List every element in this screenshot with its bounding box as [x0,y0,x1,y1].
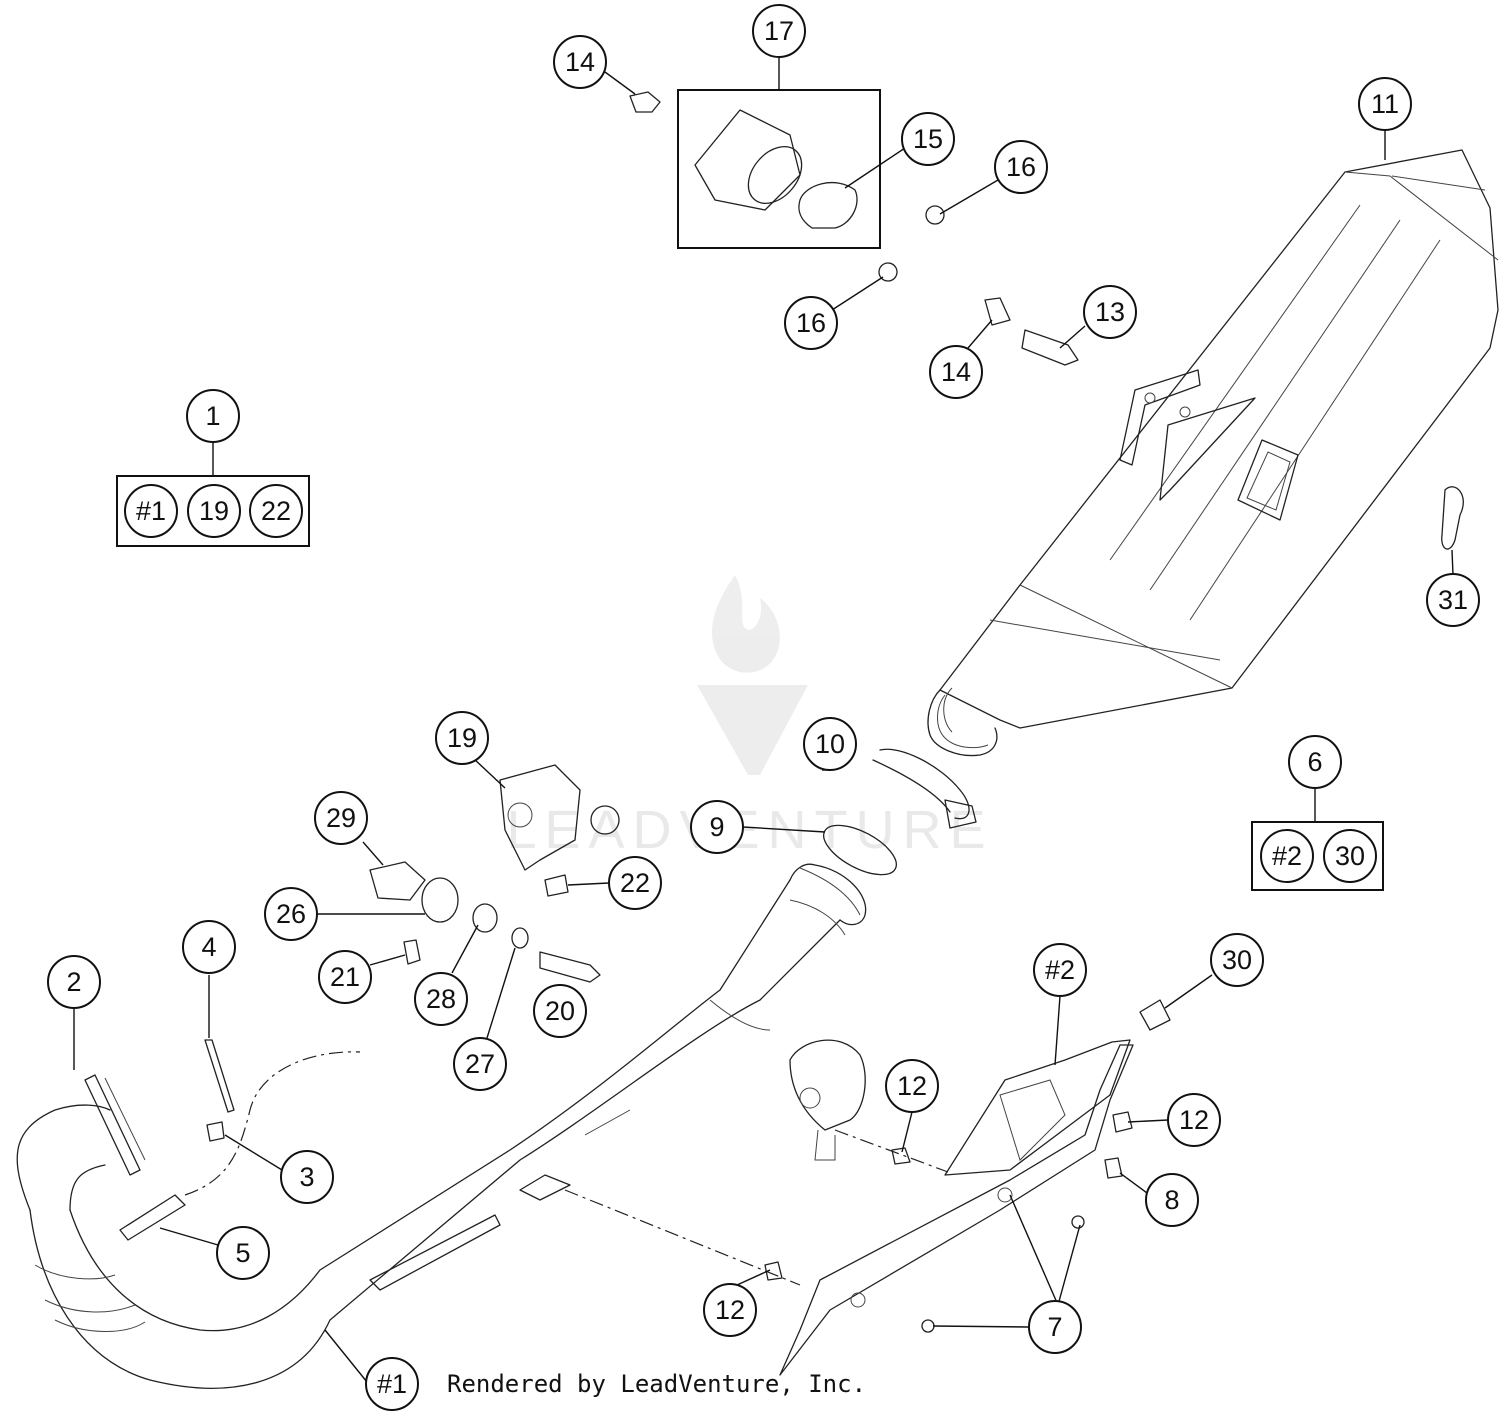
svg-text:13: 13 [1095,297,1125,327]
svg-text:#1: #1 [136,496,166,526]
svg-text:30: 30 [1335,841,1365,871]
callout-31: 31 [1426,573,1480,627]
svg-text:19: 19 [447,723,477,753]
callout-16-right: 16 [994,140,1048,194]
svg-text:14: 14 [565,47,595,77]
svg-text:30: 30 [1222,945,1252,975]
footer-credit: Rendered by LeadVenture, Inc. [447,1370,866,1398]
callout-29: 29 [314,791,368,845]
callout-19: 19 [435,711,489,765]
callout-10: 10 [803,717,857,771]
callout-30: 30 [1210,933,1264,987]
callout-28: 28 [414,972,468,1026]
svg-text:4: 4 [201,932,216,962]
kit-6-item-hash2: #2 [1260,829,1314,883]
callout-27: 27 [453,1037,507,1091]
svg-text:#2: #2 [1272,841,1302,871]
callout-20: 20 [533,984,587,1038]
header-pipe-part [16,863,867,1389]
kit-17-frame [677,89,881,249]
svg-text:22: 22 [620,868,650,898]
svg-text:11: 11 [1371,89,1399,119]
svg-text:7: 7 [1047,1312,1062,1342]
callout-3: 3 [280,1150,334,1204]
callout-26: 26 [264,887,318,941]
svg-text:14: 14 [941,357,971,387]
svg-text:12: 12 [897,1071,927,1101]
svg-text:2: 2 [66,967,81,997]
watermark-text: LEADVENTURE [506,800,993,860]
callout-22: 22 [608,856,662,910]
clamp-part [872,748,977,829]
svg-text:9: 9 [709,812,724,842]
svg-text:8: 8 [1164,1185,1179,1215]
callout-12-center: 12 [885,1059,939,1113]
callout-9: 9 [690,800,744,854]
callout-14-top: 14 [553,35,607,89]
callout-14-lower: 14 [929,345,983,399]
kit-1-group: 1 #1 19 22 [116,389,310,547]
hardware-parts [119,91,1464,1333]
callout-5: 5 [216,1226,270,1280]
callout-11: 11 [1358,77,1412,131]
callout-12-right: 12 [1167,1093,1221,1147]
svg-text:17: 17 [764,16,794,46]
kit-1-item-22: 22 [249,484,303,538]
silencer-part [927,149,1499,757]
heat-shield-part [779,1039,1134,1376]
callout-8: 8 [1145,1173,1199,1227]
hanger-clamp-part [789,1039,866,1161]
svg-text:12: 12 [715,1295,745,1325]
svg-text:15: 15 [913,124,943,154]
callout-hash2: #2 [1033,943,1087,997]
svg-text:26: 26 [276,899,306,929]
callout-17: 17 [752,4,806,58]
callout-6: 6 [1288,735,1342,789]
callout-12-bottom: 12 [703,1283,757,1337]
svg-text:22: 22 [261,496,291,526]
callout-1: 1 [186,389,240,443]
callout-13: 13 [1083,285,1137,339]
svg-text:31: 31 [1438,585,1468,615]
gasket-ring-part [823,824,897,876]
svg-text:21: 21 [330,962,360,992]
kit-1-item-19: 19 [187,484,241,538]
svg-text:19: 19 [199,496,229,526]
svg-text:27: 27 [465,1049,495,1079]
callout-4: 4 [182,920,236,974]
kit-1-item-hash1: #1 [124,484,178,538]
kit-6-group: 6 #2 30 [1251,735,1384,891]
callout-21: 21 [318,950,372,1004]
callout-7: 7 [1028,1300,1082,1354]
svg-text:#1: #1 [377,1369,407,1399]
svg-text:5: 5 [235,1238,250,1268]
callout-2: 2 [47,955,101,1009]
callout-hash1-bottom: #1 [365,1357,419,1411]
leadventure-watermark: LEADVENTURE [506,575,993,860]
svg-text:3: 3 [299,1162,314,1192]
svg-text:10: 10 [815,729,845,759]
kit-6-item-30: 30 [1323,829,1377,883]
svg-text:16: 16 [796,308,826,338]
leader-lines [73,57,1454,1383]
svg-text:#2: #2 [1045,955,1075,985]
svg-text:16: 16 [1006,152,1036,182]
callout-16-lower: 16 [784,296,838,350]
svg-text:1: 1 [205,401,220,431]
svg-text:6: 6 [1307,747,1322,777]
svg-text:20: 20 [545,996,575,1026]
svg-text:12: 12 [1179,1105,1209,1135]
callout-15: 15 [901,112,955,166]
svg-text:29: 29 [326,803,356,833]
svg-text:28: 28 [426,984,456,1014]
